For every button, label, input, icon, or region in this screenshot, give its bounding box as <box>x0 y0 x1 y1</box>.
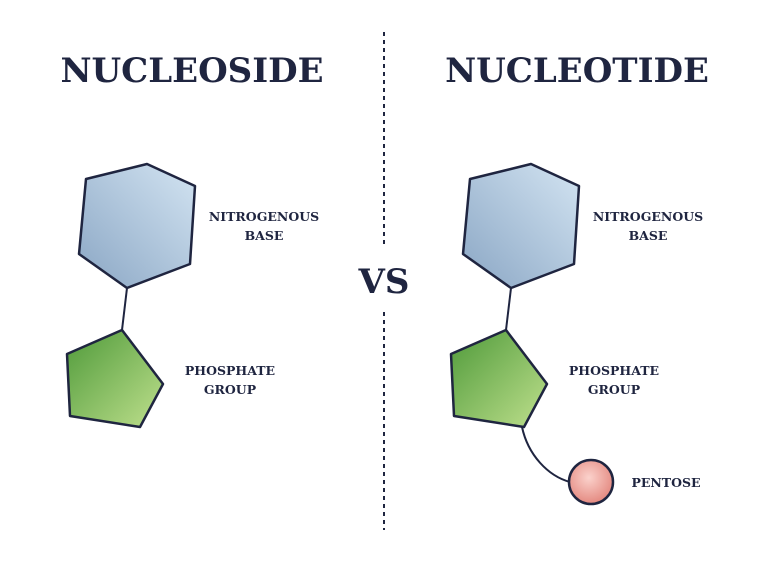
nucleoside-title: NUCLEOSIDE <box>60 51 323 91</box>
right-circle-label: PENTOSE <box>631 475 700 490</box>
left-pentagon-label-line1: PHOSPHATE <box>185 363 275 378</box>
nucleotide-title: NUCLEOTIDE <box>445 51 709 91</box>
right-pentagon-label-line2: GROUP <box>588 382 641 397</box>
left-hexagon-label-line1: NITROGENOUS <box>209 209 319 224</box>
left-bond-line <box>121 287 128 331</box>
right-hexagon-shape <box>461 162 581 290</box>
left-hexagon-label-line2: BASE <box>245 228 284 243</box>
left-pentagon-shape <box>65 328 165 429</box>
left-pentagon-label-line2: GROUP <box>204 382 257 397</box>
vs-label: VS <box>358 262 410 302</box>
right-circle-shape <box>567 458 615 506</box>
right-bond-line <box>505 287 512 331</box>
left-hexagon-shape <box>77 162 197 290</box>
right-pentagon-label-line1: PHOSPHATE <box>569 363 659 378</box>
right-hexagon-label-line1: NITROGENOUS <box>593 209 703 224</box>
right-pentagon-shape <box>449 328 549 429</box>
right-curved-bond <box>521 426 571 483</box>
right-hexagon-label-line2: BASE <box>629 228 668 243</box>
